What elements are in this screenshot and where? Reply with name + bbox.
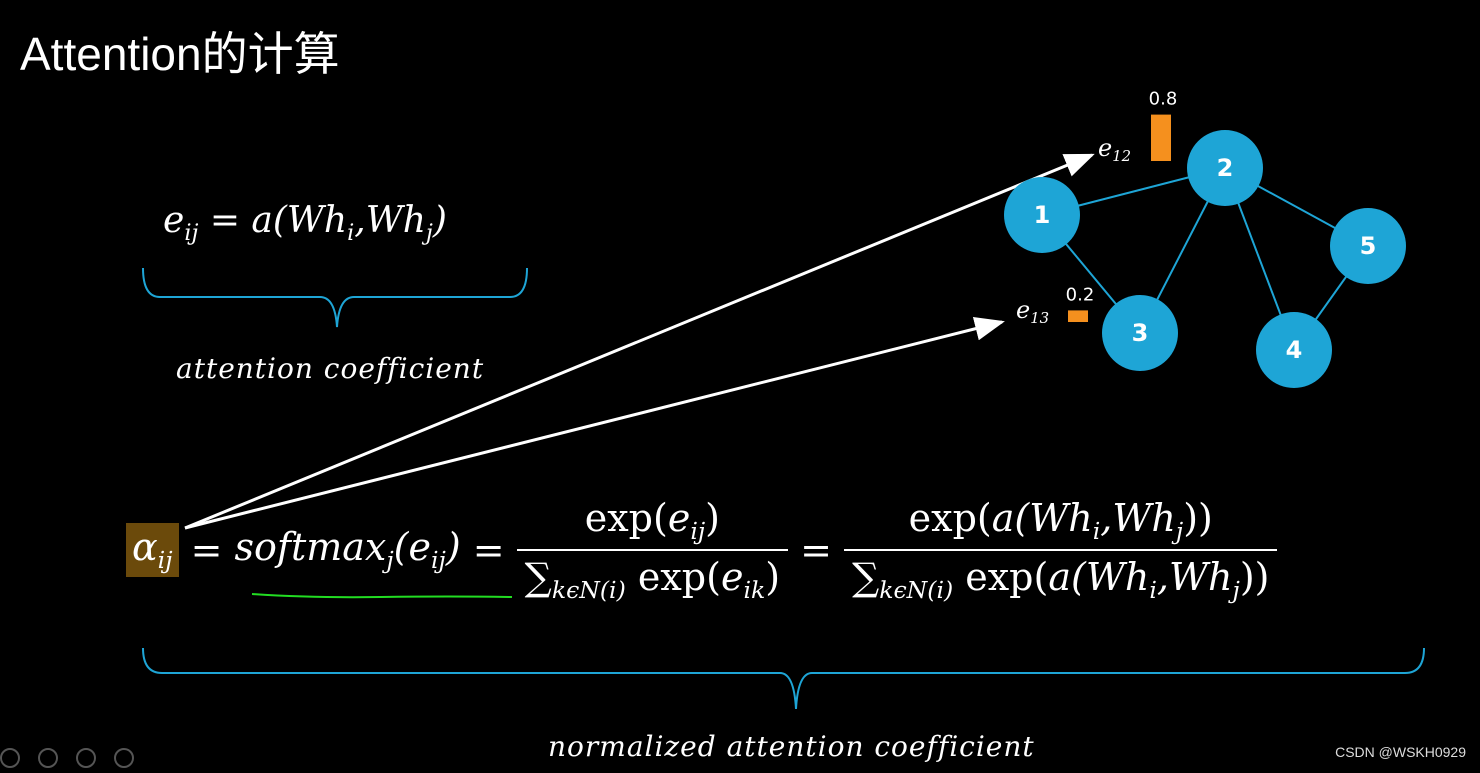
formula-e-sub: ij <box>184 219 199 246</box>
player-toolbar <box>0 748 160 768</box>
brace-bottom <box>142 647 1425 710</box>
frac1-den-exp: exp( <box>625 555 721 599</box>
node-1 <box>1004 177 1080 253</box>
formula-normalized: αij = softmaxj(eij) = exp(eij) ∑kϵN(i) e… <box>126 496 1278 604</box>
frac2-den-mid: ,Wh <box>1156 555 1233 599</box>
e12-e: e <box>1098 134 1113 162</box>
frac1-num-exp: exp( <box>584 495 668 540</box>
e12-label: e12 <box>1098 134 1131 165</box>
softmax-arg-open: (e <box>393 525 431 570</box>
arrow-to-e13 <box>184 316 1005 530</box>
formula-end: ) <box>432 200 447 241</box>
formula-rhs: = a(Wh <box>198 200 348 241</box>
formula-attention-coefficient: eij = a(Whi,Whj) <box>163 200 447 246</box>
softmax-term: softmaxj(eij) <box>235 525 461 574</box>
node-2 <box>1187 130 1263 206</box>
node-label-3: 3 <box>1132 319 1149 347</box>
frac1-num-sub: ij <box>690 517 706 545</box>
label-normalized-attention-coefficient: normalized attention coefficient <box>548 730 1035 763</box>
softmax-arg-sub: ij <box>431 546 446 575</box>
equals-1: = <box>178 528 235 572</box>
watermark: CSDN @WSKH0929 <box>1335 744 1466 760</box>
formula-mid: ,Wh <box>354 200 426 241</box>
frac2-num-sub-i: i <box>1092 517 1101 545</box>
equals-3: = <box>788 528 845 572</box>
alpha-highlight: αij <box>126 523 179 577</box>
e13-label: e13 <box>1016 296 1049 327</box>
formula-e: e <box>163 200 185 241</box>
frac1-den-sub: ik <box>743 576 766 605</box>
frac2-num-exp: exp( <box>908 495 992 540</box>
alpha-sub: ij <box>157 546 173 575</box>
frac1-den-close: ) <box>765 555 781 599</box>
frac1-num-close: ) <box>705 495 720 540</box>
node-label-1: 1 <box>1034 201 1051 229</box>
frac2-num-close: )) <box>1183 495 1213 540</box>
softmax-text: softmax <box>234 525 387 570</box>
attention-bar-label-e12: 0.8 <box>1149 89 1178 110</box>
node-label-2: 2 <box>1217 154 1234 182</box>
frac1-den-e: e <box>720 555 744 599</box>
frac2-den-sum-sub: kϵN(i) <box>879 576 954 605</box>
node-5 <box>1330 208 1406 284</box>
prev-icon[interactable] <box>0 748 20 768</box>
frac1-num-e: e <box>667 495 691 540</box>
more-icon[interactable] <box>114 748 134 768</box>
frac2-num-a: a(Wh <box>991 495 1093 540</box>
frac2-den-sub-j: j <box>1232 576 1240 605</box>
attention-bar-e12 <box>1151 114 1171 161</box>
frac2-den-close: )) <box>1239 555 1270 599</box>
frac2-num-sub-j: j <box>1175 517 1184 545</box>
arrow-to-e12 <box>184 153 1095 530</box>
brace-top <box>142 267 528 328</box>
label-attention-coefficient: attention coefficient <box>176 352 485 385</box>
softmax-arg-close: ) <box>445 525 461 570</box>
zoom-icon[interactable] <box>76 748 96 768</box>
attention-bar-e13 <box>1068 310 1088 322</box>
alpha-symbol: α <box>132 525 158 570</box>
frac2-den-sum: ∑ <box>852 555 880 599</box>
softmax-sub: j <box>386 546 394 575</box>
e13-e: e <box>1016 296 1031 324</box>
attention-bar-label-e13: 0.2 <box>1066 284 1095 305</box>
node-label-5: 5 <box>1360 232 1377 260</box>
frac2-den-a: a(Wh <box>1048 555 1150 599</box>
frac2-den-sub-i: i <box>1149 576 1157 605</box>
node-4 <box>1256 312 1332 388</box>
frac2-den-exp: exp( <box>953 555 1049 599</box>
node-label-4: 4 <box>1286 336 1303 364</box>
frac1-den-sum: ∑ <box>524 555 552 599</box>
frac1-den-sum-sub: kϵN(i) <box>551 576 626 605</box>
equals-2: = <box>460 528 517 572</box>
formula-sub-i: i <box>347 219 355 246</box>
e13-sub: 13 <box>1030 309 1050 328</box>
frac2-num-mid: ,Wh <box>1100 495 1176 540</box>
page-title: Attention的计算 <box>20 28 340 80</box>
fraction-2: exp(a(Whi,Whj)) ∑kϵN(i) exp(a(Whi,Whj)) <box>844 495 1278 605</box>
formula-sub-j: j <box>425 219 433 246</box>
node-3 <box>1102 295 1178 371</box>
softmax-underline <box>251 593 513 599</box>
pen-icon[interactable] <box>38 748 58 768</box>
fraction-1: exp(eij) ∑kϵN(i) exp(eik) <box>516 495 789 605</box>
e12-sub: 12 <box>1112 147 1132 166</box>
